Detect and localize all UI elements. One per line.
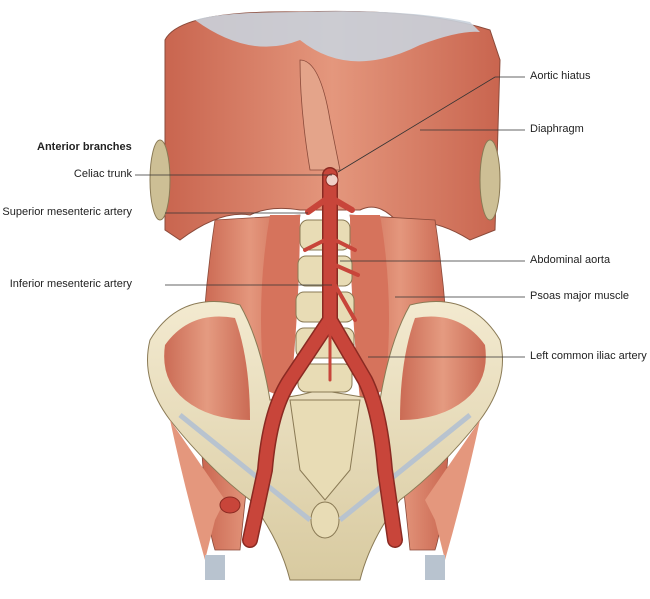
label-diaphragm: Diaphragm	[530, 123, 584, 135]
label-inferior-mesenteric-artery: Inferior mesenteric artery	[9, 278, 132, 290]
leader-lines	[135, 76, 525, 358]
diaphragm	[149, 10, 501, 241]
abdominal-aorta	[219, 167, 403, 548]
label-left-common-iliac-artery: Left common iliac artery	[530, 350, 647, 362]
label-celiac-trunk: Celiac trunk	[73, 168, 132, 180]
label-aortic-hiatus: Aortic hiatus	[530, 70, 591, 82]
label-superior-mesenteric-artery: Superior mesenteric artery	[2, 206, 132, 218]
label-abdominal-aorta: Abdominal aorta	[530, 254, 611, 266]
pelvis	[147, 301, 503, 581]
label-psoas-major-muscle: Psoas major muscle	[530, 290, 630, 302]
anterior-branches-heading: Anterior branches	[37, 141, 132, 153]
